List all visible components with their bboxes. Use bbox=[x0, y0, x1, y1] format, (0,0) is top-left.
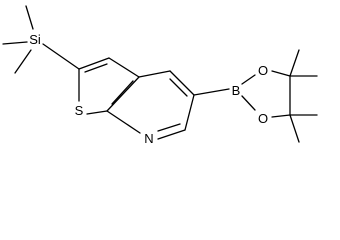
boronate-bonds bbox=[193, 49, 318, 143]
trimethylsilyl-bonds bbox=[2, 5, 80, 74]
atom-labels: Si S N B O O bbox=[29, 32, 268, 146]
c2-c3-inner-bond bbox=[84, 63, 108, 73]
c3a-c7a-inner-bond bbox=[111, 80, 134, 105]
nitrogen-label: N bbox=[144, 131, 153, 146]
si-methyl-top bbox=[25, 5, 34, 30]
lower-methyl-b bbox=[289, 114, 300, 143]
c5-b-bond bbox=[193, 88, 230, 96]
si-methyl-left bbox=[2, 41, 28, 45]
b-o-upper-bond bbox=[241, 74, 256, 85]
si-c2-bond bbox=[42, 43, 80, 70]
c4-c5-inner-bond bbox=[169, 78, 188, 97]
si-methyl-bottom bbox=[14, 49, 32, 74]
chemical-structure: Si S N B O O bbox=[2, 5, 318, 146]
o-lower-cquat-bond bbox=[271, 114, 291, 118]
silicon-label: Si bbox=[29, 32, 41, 47]
c4-c5-bond bbox=[169, 70, 195, 96]
oxygen-upper-label: O bbox=[258, 63, 268, 78]
n-c7a-bond bbox=[106, 110, 141, 134]
c3-c3a-bond bbox=[108, 57, 140, 78]
upper-methyl-a bbox=[289, 49, 300, 77]
sulfur-label: S bbox=[75, 103, 84, 118]
oxygen-lower-label: O bbox=[258, 111, 268, 126]
boron-label: B bbox=[232, 83, 241, 98]
c6-n-bond bbox=[157, 129, 186, 140]
c6-n-inner-bond bbox=[157, 123, 181, 132]
o-upper-cquat-bond bbox=[271, 70, 291, 77]
c3a-c4-bond bbox=[138, 70, 171, 78]
thiophene-ring-bonds bbox=[78, 57, 140, 115]
c3a-c7a-bond bbox=[106, 76, 140, 112]
pyridine-ring-bonds bbox=[106, 70, 195, 140]
c2-c3-bond bbox=[78, 57, 110, 70]
c5-c6-bond bbox=[184, 94, 195, 131]
s-c7a-bond bbox=[86, 110, 108, 115]
b-o-lower-bond bbox=[241, 95, 256, 111]
